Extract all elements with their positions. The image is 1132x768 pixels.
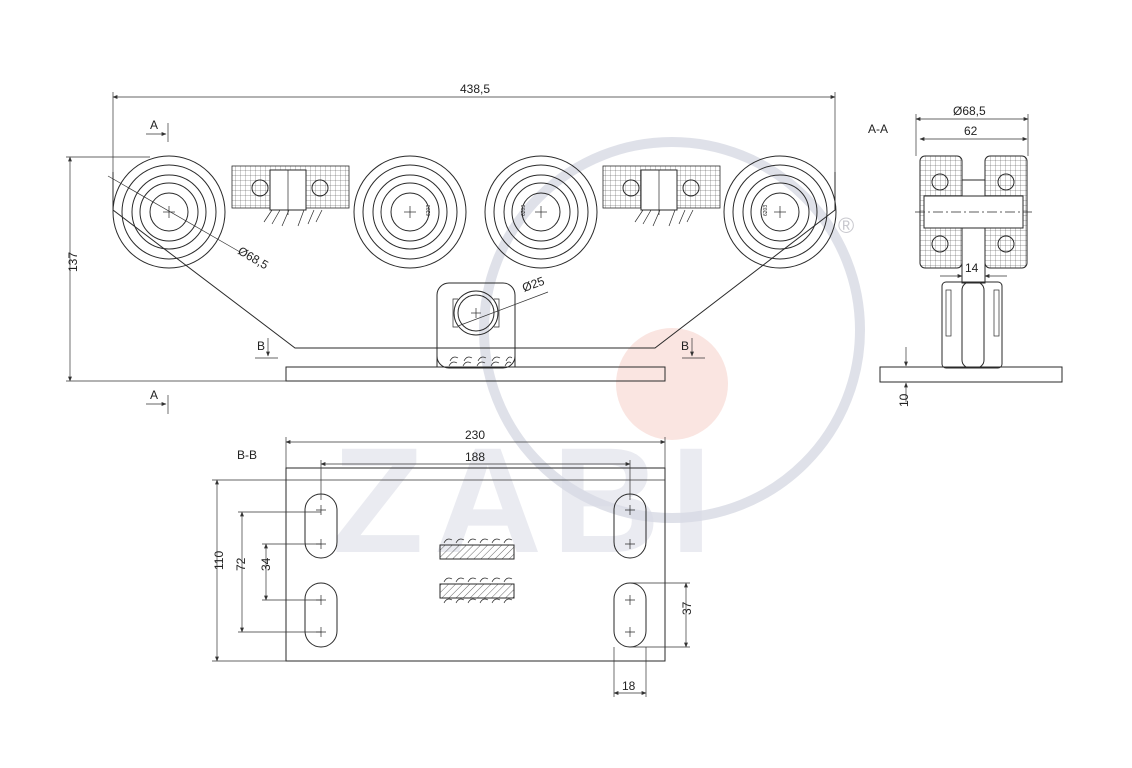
wheel-4: 6203 <box>723 155 837 269</box>
bearing-housing-right <box>602 165 721 227</box>
watermark-brand: ZABI <box>332 416 722 584</box>
bearing-mark: 6203 <box>763 205 769 216</box>
slot-bottom-right <box>613 582 647 648</box>
side-view: A-A Ø68,5 62 14 10 <box>868 104 1063 407</box>
slot-width-label: 18 <box>622 679 636 693</box>
bolt-heads-front <box>448 356 513 367</box>
plan-view: B-B 230 188 110 72 <box>212 428 694 697</box>
svg-text:B: B <box>681 339 689 353</box>
watermark-registered-mark: ® <box>838 213 854 238</box>
side-view-title: A-A <box>868 122 888 136</box>
hole-spacing-y-outer-label: 72 <box>234 557 248 571</box>
bearing-ball <box>931 173 949 191</box>
watermark: ZABI ® <box>332 137 865 584</box>
section-marker-a-top: A <box>146 118 169 142</box>
pivot <box>452 290 500 336</box>
mount-plate-front <box>285 366 666 382</box>
front-view: 6203 6203 6203 438,5 <box>66 82 837 414</box>
weld-swirls-top <box>443 538 513 544</box>
slot-bottom-left <box>304 582 338 648</box>
side-bolt <box>945 289 952 337</box>
side-wheel-diameter-label: Ø68,5 <box>953 104 986 118</box>
slot-length-label: 37 <box>680 601 694 615</box>
hole-spacing-x-label: 188 <box>465 450 485 464</box>
side-pivot <box>961 281 985 369</box>
pivot-diameter-leader <box>457 291 549 327</box>
hole-spacing-y-inner-label: 34 <box>259 557 273 571</box>
side-bolt <box>993 289 1000 337</box>
height-label: 137 <box>66 252 80 272</box>
wheel-1 <box>112 155 226 269</box>
svg-text:A: A <box>150 388 158 402</box>
overall-length-label: 438,5 <box>460 82 490 96</box>
plan-view-title: B-B <box>237 448 257 462</box>
plate-length-label: 230 <box>465 428 485 442</box>
wheel-diameter-label: Ø68,5 <box>235 244 271 273</box>
pivot-diameter-label: Ø25 <box>520 274 546 295</box>
weld-top <box>439 544 515 560</box>
side-width-label: 62 <box>964 124 978 138</box>
bearing-ball <box>997 173 1015 191</box>
watermark-ring <box>479 137 865 523</box>
plate-thickness-label: 10 <box>897 393 911 407</box>
bearing-ball <box>931 235 949 253</box>
plate-width-label: 110 <box>212 551 226 570</box>
mount-plate-side <box>879 366 1063 383</box>
hanger-block <box>436 282 516 369</box>
section-marker-b-right: B <box>681 338 705 359</box>
axle-spacer <box>961 179 986 197</box>
section-marker-a-bottom: A <box>146 388 169 414</box>
weld-bottom <box>439 583 515 599</box>
section-marker-b-left: B <box>255 338 278 359</box>
svg-text:B: B <box>257 339 265 353</box>
bearing-mark: 6203 <box>426 205 432 216</box>
svg-text:A: A <box>150 118 158 132</box>
carriage-frame <box>112 172 836 349</box>
wheel-2: 6203 <box>353 155 467 269</box>
wheel-diameter-leader <box>107 175 241 253</box>
bearing-mark: 6203 <box>521 205 527 216</box>
wheel-3: 6203 <box>484 155 598 269</box>
mount-plate-plan <box>285 467 666 662</box>
bearing-housing-left <box>231 165 350 227</box>
watermark-dot <box>616 328 728 440</box>
weld-swirls-bottom <box>443 577 513 604</box>
side-hanger-stem <box>961 227 986 284</box>
side-gap-label: 14 <box>965 261 979 275</box>
bearing-ball <box>997 235 1015 253</box>
